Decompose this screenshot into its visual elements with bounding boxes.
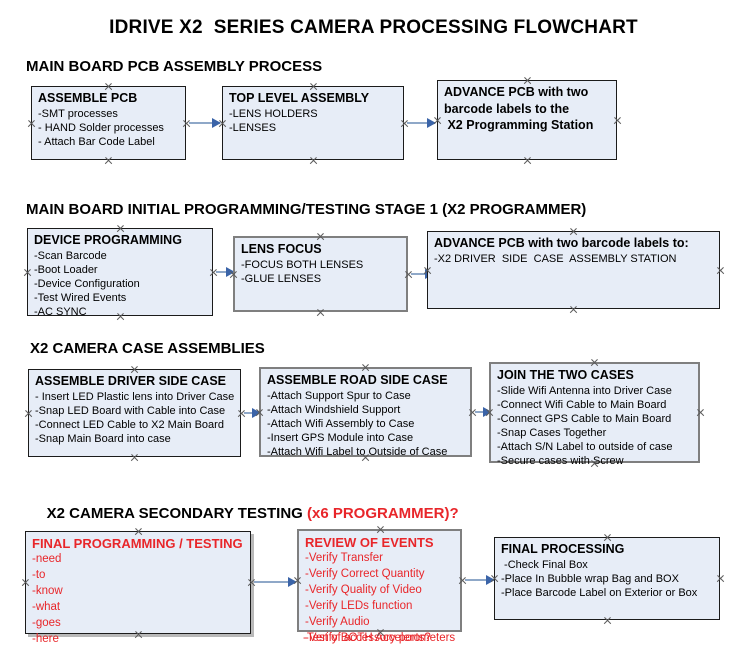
node-item: -Attach S/N Label to outside of case	[497, 441, 673, 454]
connector-arrow	[244, 408, 261, 418]
node-device-programming[interactable]: DEVICE PROGRAMMING -Scan Barcode -Boot L…	[27, 228, 213, 319]
section-heading-4: X2 CAMERA SECONDARY TESTING (x6 PROGRAMM…	[30, 488, 459, 539]
node-item: - Insert LED Plastic lens into Driver Ca…	[35, 390, 235, 403]
node-review-of-events[interactable]: REVIEW OF EVENTS -Verify Transfer -Verif…	[297, 529, 462, 644]
node-item: -SMT processes	[38, 107, 118, 120]
node-item: -Verify Correct Quantity	[305, 568, 425, 581]
node-final-programming-testing[interactable]: FINAL PROGRAMMING / TESTING -need -to -k…	[25, 531, 251, 645]
connector-arrow	[189, 118, 221, 128]
connector-arrow	[254, 577, 297, 587]
page-title: IDRIVE X2 SERIES CAMERA PROCESSING FLOWC…	[109, 17, 638, 38]
node-item: -LENS HOLDERS	[229, 107, 318, 120]
node-item: -FOCUS BOTH LENSES	[241, 258, 364, 271]
node-title: ASSEMBLE DRIVER SIDE CASE	[35, 374, 227, 388]
node-join-the-two-cases[interactable]: JOIN THE TWO CASES -Slide Wifi Antenna i…	[489, 362, 700, 467]
node-item-overflow: -Test of accessory ports?	[303, 632, 431, 644]
section-heading-3: X2 CAMERA CASE ASSEMBLIES	[30, 340, 265, 357]
node-item: -Verify LEDs function	[305, 599, 413, 612]
node-title: FINAL PROGRAMMING / TESTING	[32, 536, 243, 551]
node-item: -AC SYNC	[34, 306, 87, 319]
connector-arrow	[465, 575, 495, 585]
node-title: FINAL PROCESSING	[501, 542, 625, 556]
node-item: -Check Final Box	[501, 558, 588, 571]
node-item: -know	[32, 585, 63, 598]
node-item: -Place In Bubble wrap Bag and BOX	[501, 572, 679, 585]
node-item: -Place Barcode Label on Exterior or Box	[501, 586, 698, 599]
node-item: -Verify Transfer	[305, 552, 383, 565]
node-item: -Snap Main Board into case	[35, 432, 171, 445]
section-heading-4-text: X2 CAMERA SECONDARY TESTING	[46, 505, 307, 522]
node-item: -Device Configuration	[34, 277, 140, 290]
node-assemble-road-side-case[interactable]: ASSEMBLE ROAD SIDE CASE -Attach Support …	[259, 367, 472, 459]
node-item: -here	[32, 632, 59, 645]
node-item: -Verify Quality of Video	[305, 584, 422, 597]
node-item: -X2 DRIVER SIDE CASE ASSEMBLY STATION	[434, 252, 677, 265]
node-title: REVIEW OF EVENTS	[305, 535, 434, 550]
node-item: -Attach Support Spur to Case	[267, 389, 411, 402]
node-item: -Attach Wifi Assembly to Case	[267, 417, 415, 430]
node-item: -Boot Loader	[34, 263, 98, 276]
connector-arrow	[475, 407, 492, 417]
node-top-level-assembly[interactable]: TOP LEVEL ASSEMBLY -LENS HOLDERS -LENSES	[222, 86, 404, 160]
node-item: -GLUE LENSES	[241, 272, 322, 285]
node-advance-pcb-driver-side-station[interactable]: ADVANCE PCB with two barcode labels to: …	[427, 231, 720, 309]
node-lens-focus[interactable]: LENS FOCUS -FOCUS BOTH LENSES -GLUE LENS…	[233, 236, 408, 312]
node-advance-pcb-programming-station[interactable]: ADVANCE PCB with two barcode labels to t…	[437, 80, 617, 160]
node-item: -LENSES	[229, 121, 277, 134]
section-heading-1: MAIN BOARD PCB ASSEMBLY PROCESS	[26, 58, 323, 75]
node-title: JOIN THE TWO CASES	[497, 368, 634, 382]
node-item: -Attach Windshield Support	[267, 403, 401, 416]
node-assemble-driver-side-case[interactable]: ASSEMBLE DRIVER SIDE CASE - Insert LED P…	[28, 369, 241, 457]
node-item: - Attach Bar Code Label	[38, 135, 155, 148]
node-item: barcode labels to the	[444, 101, 570, 116]
connector-arrow	[216, 267, 235, 277]
node-item: -Scan Barcode	[34, 249, 107, 262]
node-final-processing[interactable]: FINAL PROCESSING -Check Final Box -Place…	[494, 537, 720, 620]
node-title: ASSEMBLE ROAD SIDE CASE	[267, 373, 448, 387]
section-heading-2: MAIN BOARD INITIAL PROGRAMMING/TESTING S…	[26, 201, 587, 218]
node-title: ASSEMBLE PCB	[38, 91, 138, 105]
node-item: -goes	[32, 616, 61, 629]
node-item: -Snap LED Board with Cable into Case	[35, 404, 226, 417]
node-item: -need	[32, 553, 62, 566]
node-item: -Attach Wifi Label to Outside of Case	[267, 446, 448, 459]
node-item: -Connect Wifi Cable to Main Board	[497, 398, 667, 411]
node-title: TOP LEVEL ASSEMBLY	[229, 91, 370, 105]
node-item: -Verify Audio	[305, 615, 370, 628]
node-item: X2 Programming Station	[444, 118, 594, 132]
node-title: DEVICE PROGRAMMING	[34, 233, 182, 247]
node-item: -to	[32, 569, 46, 582]
node-item: -Verify BOTH Accelerometers	[305, 631, 456, 644]
node-item: -Snap Cases Together	[497, 426, 607, 439]
section-heading-4-accent: (x6 PROGRAMMER)?	[306, 505, 459, 522]
node-item: -Test Wired Events	[34, 291, 127, 304]
node-item: -Connect LED Cable to X2 Main Board	[35, 418, 224, 431]
node-title: ADVANCE PCB with two	[444, 85, 589, 99]
node-item: -what	[32, 600, 61, 613]
node-item: -Insert GPS Module into Case	[267, 431, 414, 444]
node-title: LENS FOCUS	[241, 242, 322, 256]
connector-arrow	[407, 118, 436, 128]
node-item: -Connect GPS Cable to Main Board	[497, 412, 672, 425]
node-item: - HAND Solder processes	[38, 121, 164, 134]
node-item: -Secure cases with Screw	[497, 455, 624, 468]
node-assemble-pcb[interactable]: ASSEMBLE PCB -SMT processes - HAND Solde…	[31, 86, 186, 160]
node-item: -Slide Wifi Antenna into Driver Case	[497, 384, 672, 397]
node-title: ADVANCE PCB with two barcode labels to:	[434, 236, 689, 250]
